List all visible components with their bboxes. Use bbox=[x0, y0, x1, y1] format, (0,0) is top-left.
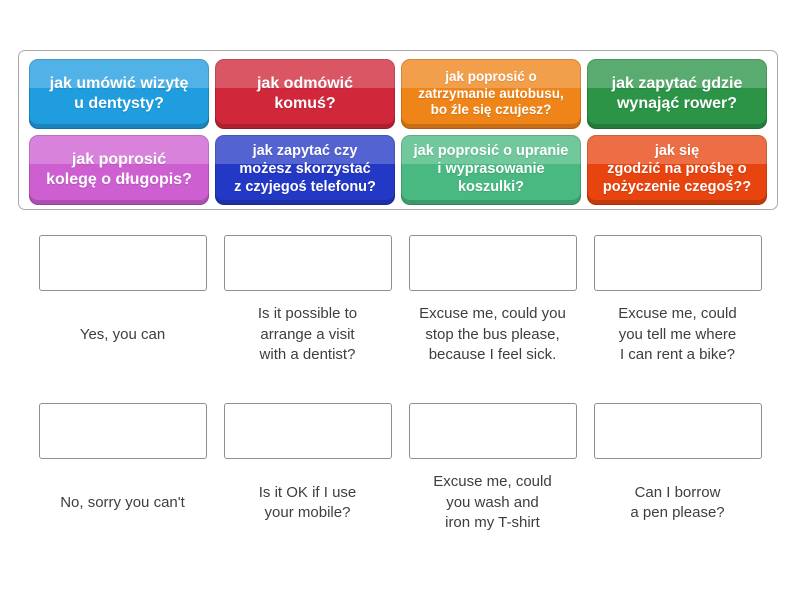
question-tile[interactable]: jak zapytać czy możesz skorzystać z czyj… bbox=[215, 135, 395, 205]
answer-label-wrap: Excuse me, could you wash and iron my T-… bbox=[433, 460, 551, 546]
answer-text: Excuse me, could you stop the bus please… bbox=[419, 305, 566, 364]
answer-drop-zone[interactable] bbox=[38, 235, 207, 291]
question-tile[interactable]: jak poprosić o zatrzymanie autobusu, bo … bbox=[401, 59, 581, 129]
answer-text: Yes, you can bbox=[79, 325, 166, 343]
question-tile[interactable]: jak poprosić o upranie i wyprasowanie ko… bbox=[401, 135, 581, 205]
answer-drop-zone[interactable] bbox=[223, 235, 392, 291]
answer-label-wrap: Yes, you can bbox=[80, 292, 165, 378]
answer-cell: Yes, you can bbox=[30, 235, 215, 378]
answer-cell: Is it possible to arrange a visit with a… bbox=[215, 235, 400, 378]
question-tiles-panel: jak umówić wizytę u dentysty? jak odmówi… bbox=[18, 50, 778, 210]
answer-label-wrap: Excuse me, could you stop the bus please… bbox=[419, 292, 566, 378]
answer-cell: Excuse me, could you tell me where I can… bbox=[585, 235, 770, 378]
answer-drop-zone[interactable] bbox=[593, 403, 762, 459]
answer-label-wrap: Excuse me, could you tell me where I can… bbox=[618, 292, 736, 378]
answer-label-wrap: No, sorry you can't bbox=[60, 460, 185, 546]
answer-label-wrap: Can I borrow a pen please? bbox=[630, 460, 724, 546]
answer-text: Excuse me, could you tell me where I can… bbox=[618, 305, 737, 364]
answer-cell: Can I borrow a pen please? bbox=[585, 403, 770, 546]
answer-cell: Excuse me, could you wash and iron my T-… bbox=[400, 403, 585, 546]
answer-cell: Excuse me, could you stop the bus please… bbox=[400, 235, 585, 378]
answer-drop-zone[interactable] bbox=[408, 403, 577, 459]
answers-row-2: No, sorry you can't Is it OK if I use yo… bbox=[30, 403, 770, 546]
answer-drop-zone[interactable] bbox=[38, 403, 207, 459]
answer-drop-zone[interactable] bbox=[408, 235, 577, 291]
answer-label-wrap: Is it OK if I use your mobile? bbox=[259, 460, 357, 546]
answer-text: Is it possible to arrange a visit with a… bbox=[257, 305, 358, 364]
answer-label-wrap: Is it possible to arrange a visit with a… bbox=[258, 292, 357, 378]
question-tile[interactable]: jak się zgodzić na prośbę o pożyczenie c… bbox=[587, 135, 767, 205]
question-tile[interactable]: jak zapytać gdzie wynająć rower? bbox=[587, 59, 767, 129]
answer-cell: No, sorry you can't bbox=[30, 403, 215, 546]
question-tile[interactable]: jak poprosić kolegę o długopis? bbox=[29, 135, 209, 205]
question-tile[interactable]: jak umówić wizytę u dentysty? bbox=[29, 59, 209, 129]
question-tile[interactable]: jak odmówić komuś? bbox=[215, 59, 395, 129]
answer-drop-zone[interactable] bbox=[593, 235, 762, 291]
answer-text: Excuse me, could you wash and iron my T-… bbox=[433, 473, 552, 532]
answer-cell: Is it OK if I use your mobile? bbox=[215, 403, 400, 546]
answer-drop-zone[interactable] bbox=[223, 403, 392, 459]
answer-text: Is it OK if I use your mobile? bbox=[258, 483, 357, 521]
answer-text: No, sorry you can't bbox=[60, 493, 185, 511]
answer-text: Can I borrow a pen please? bbox=[630, 483, 725, 521]
answers-row-1: Yes, you can Is it possible to arrange a… bbox=[30, 235, 770, 378]
